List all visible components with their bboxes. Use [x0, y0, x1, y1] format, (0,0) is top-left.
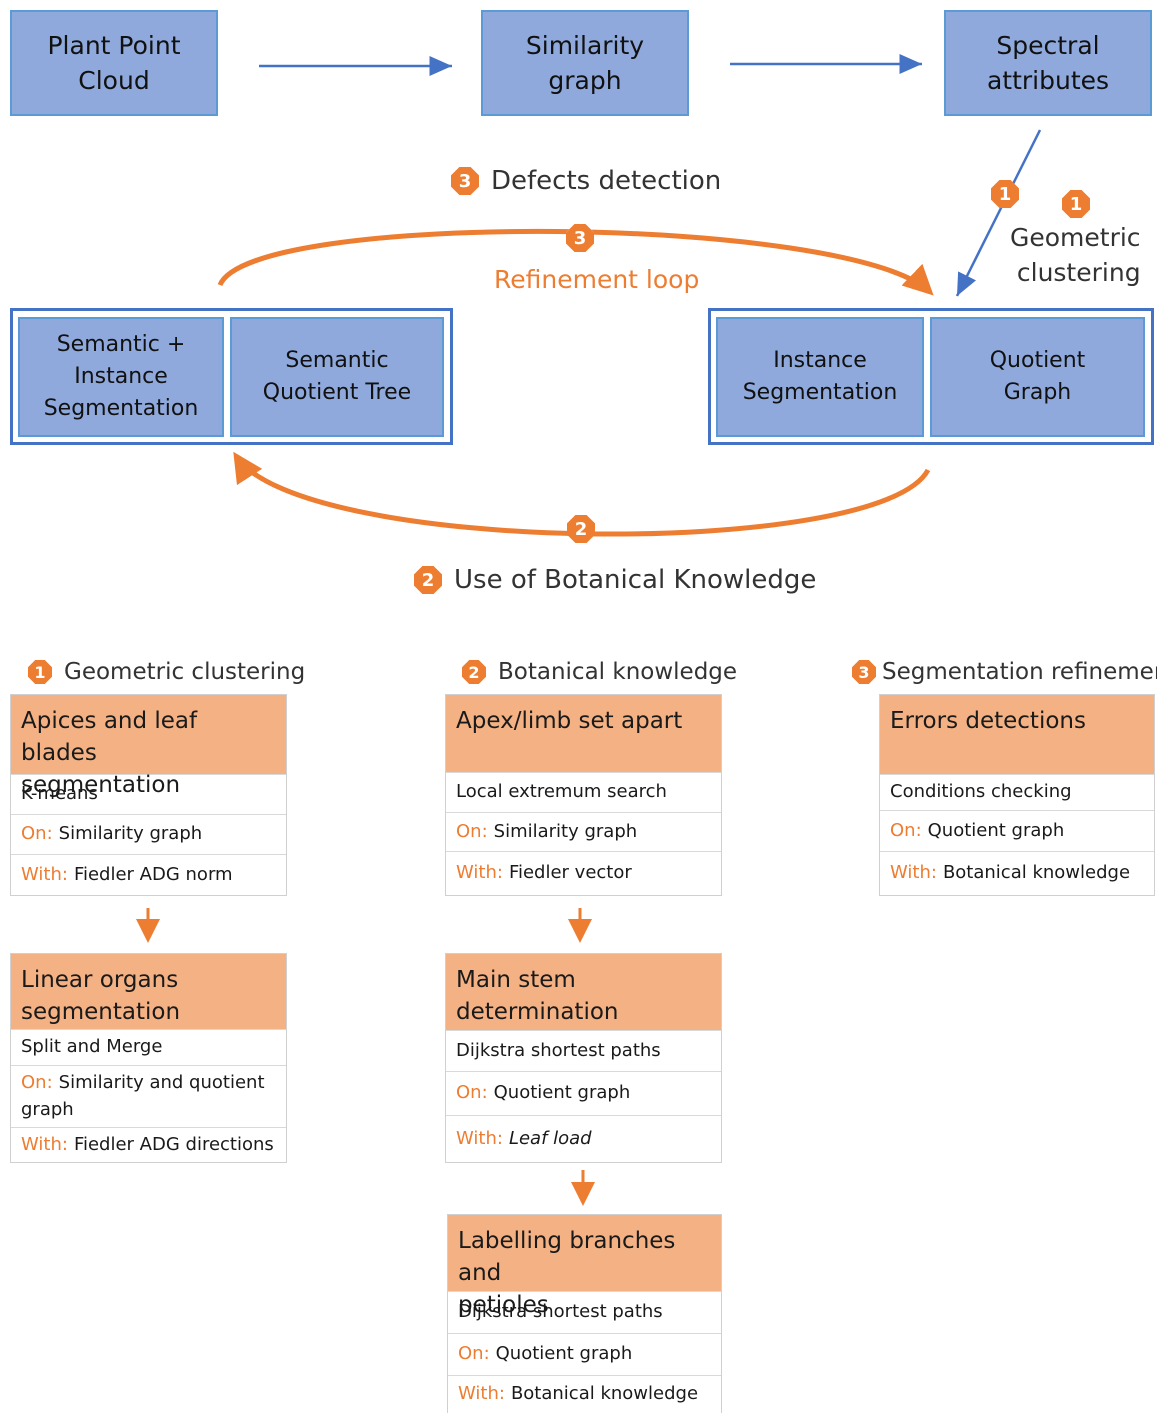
card-method: Local extremum search [446, 772, 721, 812]
with-key: With: [456, 862, 503, 884]
card-method: Dijkstra shortest paths [448, 1291, 721, 1333]
with-value: Fiedler ADG directions [73, 1134, 274, 1156]
badge-three-loop-icon: 3 [566, 224, 594, 252]
with-key: With: [458, 1383, 505, 1405]
card-linear-organs: Linear organs segmentation Split and Mer… [10, 953, 287, 1163]
card-head: Apex/limb set apart [446, 695, 721, 772]
defects-detection-label: 3 Defects detection [451, 166, 721, 196]
on-value: Quotient graph [927, 819, 1065, 841]
card-method: Dijkstra shortest paths [446, 1030, 721, 1071]
on-value: Similarity graph [493, 820, 638, 842]
column-badge-two-icon: 2 [462, 660, 486, 684]
card-head: Apices and leaf blades segmentation [11, 695, 286, 798]
refinement-loop-label: Refinement loop [494, 265, 700, 294]
with-value: Leaf load [508, 1127, 592, 1149]
spectral-attributes-box: Spectral attributes [944, 10, 1152, 116]
use-of-botanical-knowledge-text: Use of Botanical Knowledge [454, 565, 817, 595]
card-on-row: On:Similarity graph [446, 812, 721, 851]
on-value: Similarity and quotient graph [21, 1072, 265, 1120]
card-apex-limb: Apex/limb set apart Local extremum searc… [445, 694, 722, 896]
column-segmentation-refinement-text: Segmentation refinement [882, 659, 1157, 685]
card-head: Linear organs segmentation [11, 954, 286, 1029]
spectral-attributes-label: Spectral attributes [986, 31, 1110, 95]
on-key: On: [456, 820, 488, 842]
on-value: Similarity graph [58, 823, 203, 845]
similarity-graph-box: Similarity graph [481, 10, 689, 116]
card-with-row: With:Fiedler ADG norm [11, 854, 286, 895]
card-method: Conditions checking [880, 774, 1154, 810]
on-key: On: [456, 1082, 488, 1104]
semantic-instance-segmentation-box: Semantic + Instance Segmentation [18, 317, 224, 437]
card-main-stem: Main stem determination Dijkstra shortes… [445, 953, 722, 1163]
card-on-row: On:Quotient graph [446, 1071, 721, 1115]
on-key: On: [458, 1343, 490, 1365]
badge-one-arrow-icon: 1 [991, 180, 1019, 208]
card-with-row: With:Fiedler vector [446, 851, 721, 895]
with-value: Botanical knowledge [942, 862, 1131, 884]
on-value: Quotient graph [493, 1082, 631, 1104]
column-badge-one-icon: 1 [28, 660, 52, 684]
semantic-instance-segmentation-label: Semantic + Instance Segmentation [43, 332, 199, 421]
on-key: On: [890, 819, 922, 841]
badge-two-icon: 2 [414, 566, 442, 594]
quotient-graph-box: Quotient Graph [930, 317, 1145, 437]
card-apices-leaf-blades: Apices and leaf blades segmentation K-me… [10, 694, 287, 896]
card-head: Main stem determination [446, 954, 721, 1030]
on-key: On: [21, 823, 53, 845]
column-badge-three-icon: 3 [852, 660, 876, 684]
with-key: With: [890, 862, 937, 884]
card-with-row: With:Botanical knowledge [880, 851, 1154, 895]
plant-point-cloud-box: Plant Point Cloud [10, 10, 218, 116]
with-key: With: [21, 863, 68, 885]
card-head: Labelling branches and petioles [448, 1215, 721, 1318]
card-on-row: On:Quotient graph [880, 810, 1154, 851]
quotient-graph-label: Quotient Graph [989, 348, 1086, 405]
card-on-row: On:Quotient graph [448, 1333, 721, 1375]
column-botanical-knowledge-text: Botanical knowledge [498, 659, 738, 685]
defects-detection-text: Defects detection [491, 166, 722, 196]
semantic-quotient-tree-label: Semantic Quotient Tree [262, 348, 412, 405]
badge-three-icon: 3 [451, 167, 479, 195]
with-key: With: [456, 1127, 503, 1149]
column-botanical-knowledge-title: 2 Botanical knowledge [462, 659, 737, 685]
card-labelling-branches: Labelling branches and petioles Dijkstra… [447, 1214, 722, 1413]
semantic-quotient-tree-box: Semantic Quotient Tree [230, 317, 444, 437]
card-with-row: With:Fiedler ADG directions [11, 1127, 286, 1163]
card-with-row: With:Botanical knowledge [448, 1375, 721, 1413]
plant-point-cloud-label: Plant Point Cloud [47, 31, 181, 95]
card-on-row: On:Similarity graph [11, 814, 286, 854]
column-segmentation-refinement-title: 3 Segmentation refinement [852, 659, 1157, 685]
badge-one-label-icon: 1 [1062, 190, 1090, 218]
card-with-row: With:Leaf load [446, 1115, 721, 1162]
similarity-graph-label: Similarity graph [525, 31, 645, 95]
refinement-loop-curve [217, 228, 934, 296]
badge-two-loop-icon: 2 [567, 515, 595, 543]
card-method: K-means [11, 774, 286, 814]
geometric-clustering-label: Geometric clustering [1010, 223, 1141, 287]
column-geometric-clustering-text: Geometric clustering [64, 659, 306, 685]
with-value: Botanical knowledge [510, 1383, 699, 1405]
with-value: Fiedler ADG norm [73, 863, 233, 885]
with-key: With: [21, 1134, 68, 1156]
instance-segmentation-label: Instance Segmentation [742, 348, 898, 405]
arrow-spectral-to-instance [955, 129, 1042, 297]
use-of-botanical-knowledge-label: 2 Use of Botanical Knowledge [414, 565, 816, 595]
card-on-row: On:Similarity and quotient graph [11, 1065, 286, 1127]
on-key: On: [21, 1072, 53, 1094]
on-value: Quotient graph [495, 1343, 633, 1365]
instance-segmentation-box: Instance Segmentation [716, 317, 924, 437]
card-errors-detections: Errors detections Conditions checking On… [879, 694, 1155, 896]
card-head: Errors detections [880, 695, 1154, 774]
card-method: Split and Merge [11, 1029, 286, 1065]
column-geometric-clustering-title: 1 Geometric clustering [28, 659, 305, 685]
with-value: Fiedler vector [508, 862, 632, 884]
